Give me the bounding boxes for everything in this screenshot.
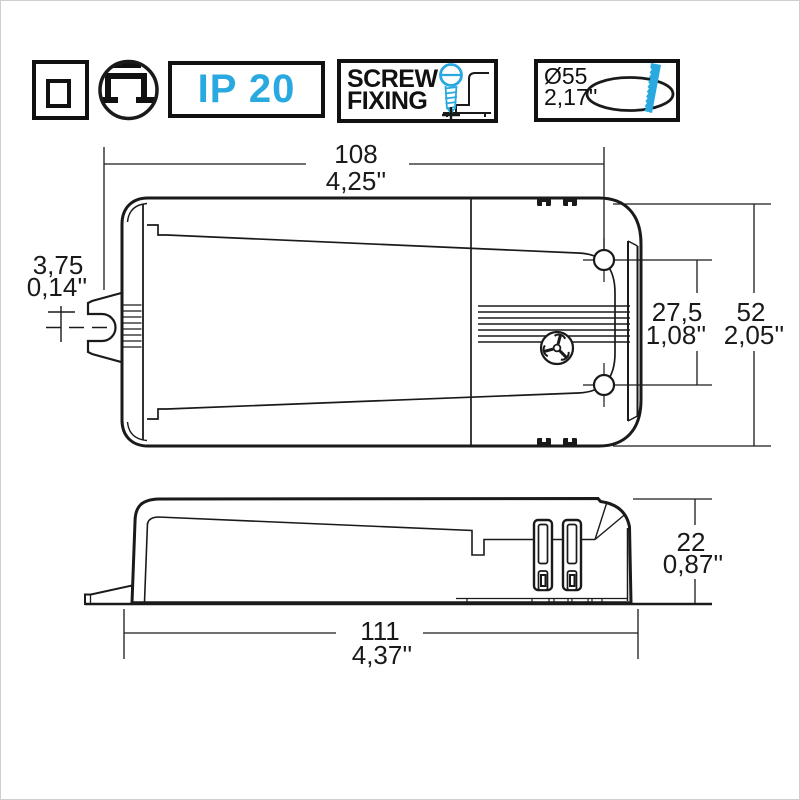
side-profile-outline <box>130 496 633 605</box>
dim-3-75-mm: 3,75 <box>33 250 84 280</box>
dimension-slot-offset: 3,75 0,14'' <box>27 250 88 302</box>
base-vent-slots <box>466 598 603 603</box>
class-ii-insulation-icon <box>32 60 89 120</box>
dim-108-inch: 4,25'' <box>326 166 387 196</box>
screw-fixing-label: SCREW FIXING <box>347 65 438 115</box>
housing-outline <box>120 196 643 448</box>
dim-108-mm: 108 <box>334 139 377 169</box>
cover-screw <box>539 330 575 366</box>
dimension-length-bottom: 111 4,37'' <box>123 609 639 670</box>
mounting-hole-top <box>583 238 712 282</box>
dim-52-inch: 2,05'' <box>724 320 785 350</box>
dimension-width: 52 2,05'' <box>613 203 785 447</box>
independent-control-gear-icon <box>98 59 159 121</box>
side-view-drawing <box>84 496 712 606</box>
dimension-height: 22 0,87'' <box>633 498 724 604</box>
cutout-size-badge: Ø55 2,17'' <box>534 59 680 122</box>
dim-3-75-inch: 0,14'' <box>27 272 88 302</box>
cable-clamps <box>532 518 583 592</box>
dim-22-inch: 0,87'' <box>663 549 724 579</box>
side-parting-line <box>146 516 595 556</box>
left-rib-band <box>123 304 142 348</box>
mounting-hole-bottom <box>583 363 712 407</box>
dim-27-5-mm: 27,5 <box>652 297 703 327</box>
dimension-hole-spacing: 27,5 1,08'' <box>646 260 707 385</box>
cutout-size-label: Ø55 2,17'' <box>544 63 598 110</box>
dim-111-mm: 111 <box>360 616 400 646</box>
mounting-symbol-shape <box>101 63 156 103</box>
wall-foot <box>84 584 133 605</box>
dim-111-inch: 4,37'' <box>352 640 413 670</box>
dim-52-mm: 52 <box>737 297 766 327</box>
dim-22-mm: 22 <box>677 527 706 557</box>
dim-27-5-inch: 1,08'' <box>646 320 707 350</box>
ip-rating-badge: IP 20 <box>168 61 325 118</box>
ip-rating-label: IP 20 <box>197 67 296 111</box>
hole-saw-icon <box>585 63 675 113</box>
screw-fixing-badge: SCREW FIXING <box>337 59 498 123</box>
saw-blade-shape <box>644 63 661 113</box>
screw-icon <box>439 63 491 119</box>
lid-inner-outline <box>147 224 616 420</box>
class-ii-inner-square <box>46 79 71 108</box>
dimension-length-top: 108 4,25'' <box>103 139 605 290</box>
fixing-tab <box>86 290 127 365</box>
top-view-drawing <box>46 196 712 448</box>
retention-tabs <box>537 198 577 446</box>
